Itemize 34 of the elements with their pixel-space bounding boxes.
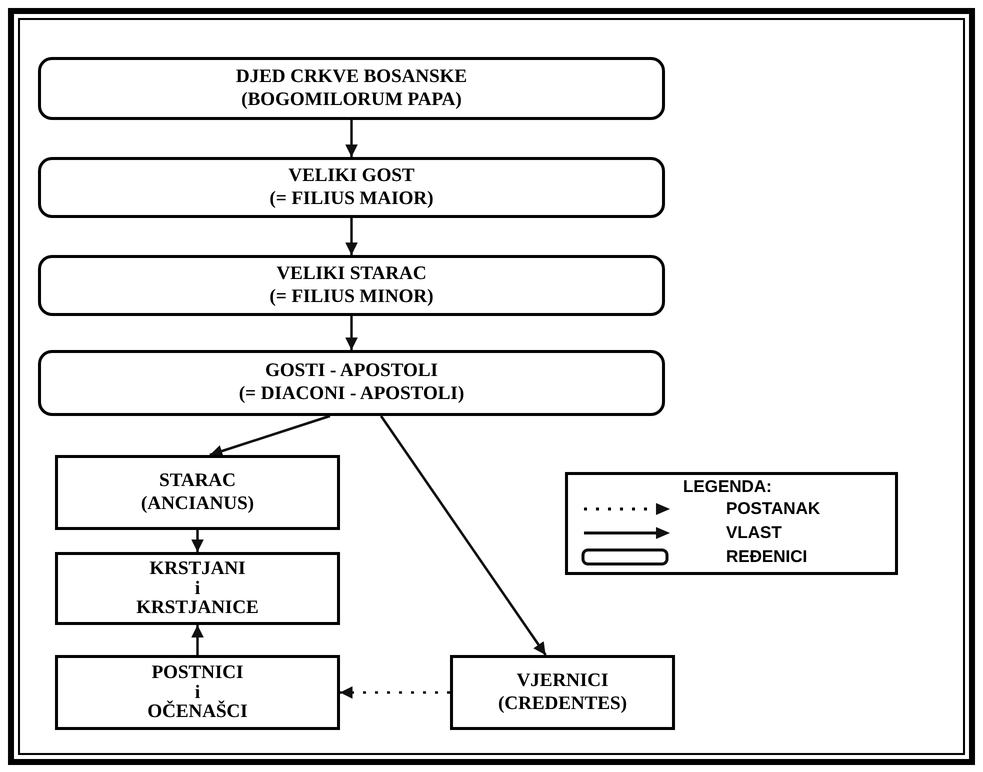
arrow [380,415,547,656]
node-text: VJERNICI [516,670,608,692]
arrow [209,414,330,458]
arrow [345,120,358,157]
arrow [191,625,204,655]
rounded-box [38,57,665,120]
node-text: (= FILIUS MAIOR) [270,188,434,210]
node-text: VELIKI STARAC [276,262,427,286]
arrow [345,218,358,255]
node-text: POSTNICI i OČENAŠCI [147,662,248,722]
node-text: DJED CRKVE BOSANSKE [236,66,468,88]
rounded-box [38,255,665,316]
arrow [345,316,358,350]
rank-box [55,655,340,730]
rounded-box [38,157,665,218]
arrow [340,686,450,699]
node-text: (CREDENTES) [498,692,627,716]
legend-title: LEGENDA: [683,477,772,497]
rank-box [55,455,340,530]
node-text: (ANCIANUS) [141,492,254,516]
rounded-box [38,350,665,416]
legend-text: VLAST [726,523,782,543]
node-text: VELIKI GOST [288,164,415,188]
node-text: KRSTJANI i KRSTJANICE [136,558,259,618]
arrow [191,530,204,552]
node-text: GOSTI - APOSTOLI [265,360,438,383]
legend-text: POSTANAK [726,499,820,519]
node-text: STARAC [159,470,236,492]
rank-box [450,655,675,730]
legend-text: REĐENICI [726,547,808,567]
rank-box [55,552,340,625]
node-text: (= DIACONI - APOSTOLI) [238,383,464,406]
node-text: (BOGOMILORUM PAPA) [241,88,462,112]
node-text: (= FILIUS MINOR) [270,286,434,308]
